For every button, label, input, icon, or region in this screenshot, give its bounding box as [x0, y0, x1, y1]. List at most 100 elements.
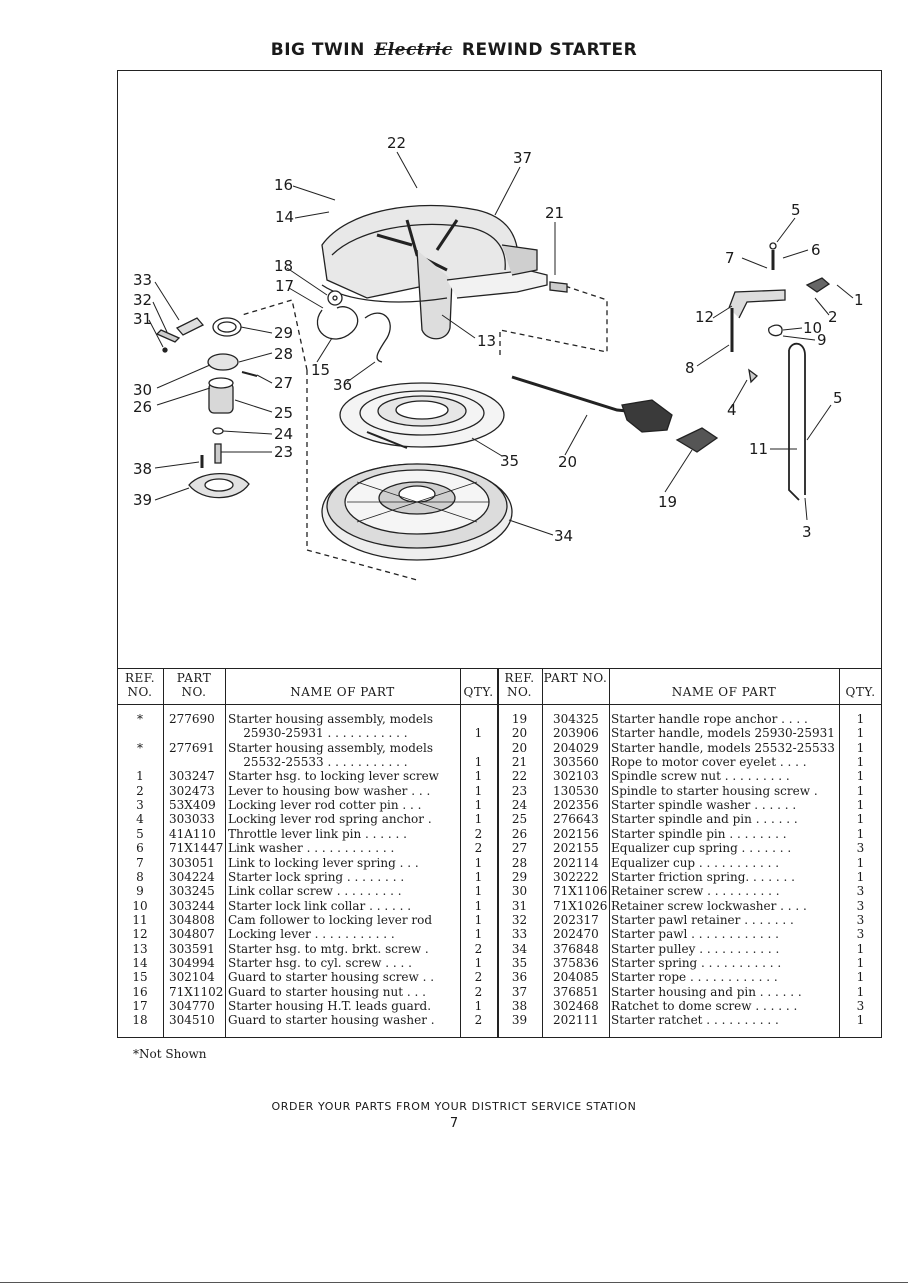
callout-label: 26 — [133, 398, 152, 416]
cell-name: Starter rope . . . . . . . . . . . . — [611, 970, 778, 985]
cell-ref: 39 — [511, 1013, 528, 1028]
callout-label: 37 — [513, 149, 532, 167]
col-divider — [839, 668, 840, 1038]
cell-part: 304770 — [169, 999, 215, 1013]
cell-part: 304224 — [169, 869, 215, 884]
cell-name: Starter housing H.T. leads guard. — [228, 999, 432, 1013]
cell-name: Retainer screw lockwasher . . . . — [611, 898, 807, 913]
cell-name: Starter housing assembly, models — [228, 712, 433, 726]
header-name: NAME OF PART — [671, 685, 777, 699]
cell-part: 304325 — [553, 712, 599, 726]
cell-ref: 14 — [132, 955, 148, 970]
cell-part: 303247 — [169, 769, 215, 784]
callout-label: 8 — [685, 359, 695, 377]
cell-name: Starter spindle pin . . . . . . . . — [611, 826, 787, 841]
cell-name: Starter spindle and pin . . . . . . — [611, 812, 798, 827]
callout-label: 33 — [133, 271, 152, 289]
cell-part: 202155 — [553, 841, 599, 856]
callout-label: 19 — [658, 493, 677, 511]
callout-label: 38 — [133, 460, 152, 478]
cell-ref: 8 — [136, 869, 144, 884]
callout-label: 34 — [554, 527, 573, 545]
cell-ref: 21 — [511, 755, 528, 770]
parts-table: REF. NO. PART NO. NAME OF PART QTY. REF.… — [117, 668, 882, 1038]
cell-name: 25532-25533 . . . . . . . . . . . — [228, 755, 408, 770]
cell-name: Link washer . . . . . . . . . . . . — [228, 841, 395, 856]
cell-name: Starter pawl retainer . . . . . . . — [611, 912, 794, 927]
cell-part: 376851 — [553, 984, 599, 999]
cell-qty: 1 — [474, 726, 483, 741]
cell-name: Locking lever . . . . . . . . . . . — [228, 927, 395, 942]
callout-label: 10 — [803, 319, 822, 337]
title-suffix: REWIND STARTER — [461, 40, 638, 60]
cell-qty: 2 — [474, 841, 483, 856]
callout-label: 7 — [725, 249, 735, 267]
callout-label: 29 — [274, 324, 293, 342]
cell-qty: 2 — [474, 941, 483, 956]
cell-part: 53X409 — [169, 798, 216, 813]
cell-ref: 26 — [511, 826, 528, 841]
table-row: 8 304224 Starter lock spring . . . . . . .… — [117, 870, 882, 884]
col-divider — [163, 668, 164, 1038]
callout-label: 28 — [274, 345, 293, 363]
bottom-rule — [0, 1282, 908, 1283]
cell-ref: 22 — [511, 769, 528, 784]
cell-part: 71X1026 — [553, 898, 608, 913]
cell-ref: 1 — [136, 769, 144, 784]
cell-ref: 35 — [511, 955, 528, 970]
cell-qty: 1 — [474, 869, 483, 884]
cell-name: Locking lever rod spring anchor . — [228, 812, 432, 827]
not-shown-note: *Not Shown — [133, 1047, 207, 1061]
cell-name: Lever to housing bow washer . . . — [228, 783, 431, 798]
cell-ref: 2 — [136, 783, 144, 798]
cell-ref: 36 — [511, 970, 528, 985]
page-number: 7 — [449, 1116, 459, 1131]
cell-qty: 1 — [856, 826, 865, 841]
cell-ref: 15 — [132, 970, 148, 985]
cell-qty: 1 — [856, 783, 865, 798]
callout-label: 16 — [274, 176, 293, 194]
cell-name: Guard to starter housing screw . . — [228, 970, 435, 985]
callout-label: 22 — [387, 134, 406, 152]
page-title: BIG TWIN Electric REWIND STARTER — [0, 40, 908, 60]
cell-name: Starter pawl . . . . . . . . . . . . — [611, 927, 779, 942]
col-divider — [609, 668, 610, 1038]
leader-lines — [148, 151, 854, 536]
callout-label: 5 — [791, 201, 801, 219]
cell-qty: 1 — [856, 1013, 865, 1028]
cell-name: Starter lock spring . . . . . . . . — [228, 869, 405, 884]
cell-name: Equalizer cup . . . . . . . . . . . — [611, 855, 780, 870]
table-rule-top — [117, 668, 882, 669]
cell-qty: 2 — [474, 970, 483, 985]
callout-label: 30 — [133, 381, 152, 399]
cell-name: Ratchet to dome screw . . . . . . — [611, 999, 798, 1013]
cell-ref: 27 — [511, 841, 528, 856]
title-prefix: BIG TWIN — [270, 40, 365, 60]
cell-qty: 1 — [474, 927, 483, 942]
cell-ref: 32 — [511, 912, 528, 927]
callout-label: 23 — [274, 443, 293, 461]
callout-label: 13 — [477, 332, 496, 350]
cell-qty: 3 — [856, 999, 865, 1013]
cell-ref: 20 — [511, 740, 528, 755]
cell-part: 303051 — [169, 855, 215, 870]
cell-ref: 31 — [511, 898, 528, 913]
cell-name: Rope to motor cover eyelet . . . . — [611, 755, 807, 770]
cell-ref: 34 — [511, 941, 528, 956]
cell-part: 202111 — [553, 1013, 599, 1028]
cell-name: Cam follower to locking lever rod — [228, 912, 433, 927]
header-qty: QTY. — [463, 685, 494, 699]
cell-ref: 5 — [136, 826, 144, 841]
callout-label: 31 — [133, 310, 152, 328]
cell-ref: 30 — [511, 884, 528, 899]
